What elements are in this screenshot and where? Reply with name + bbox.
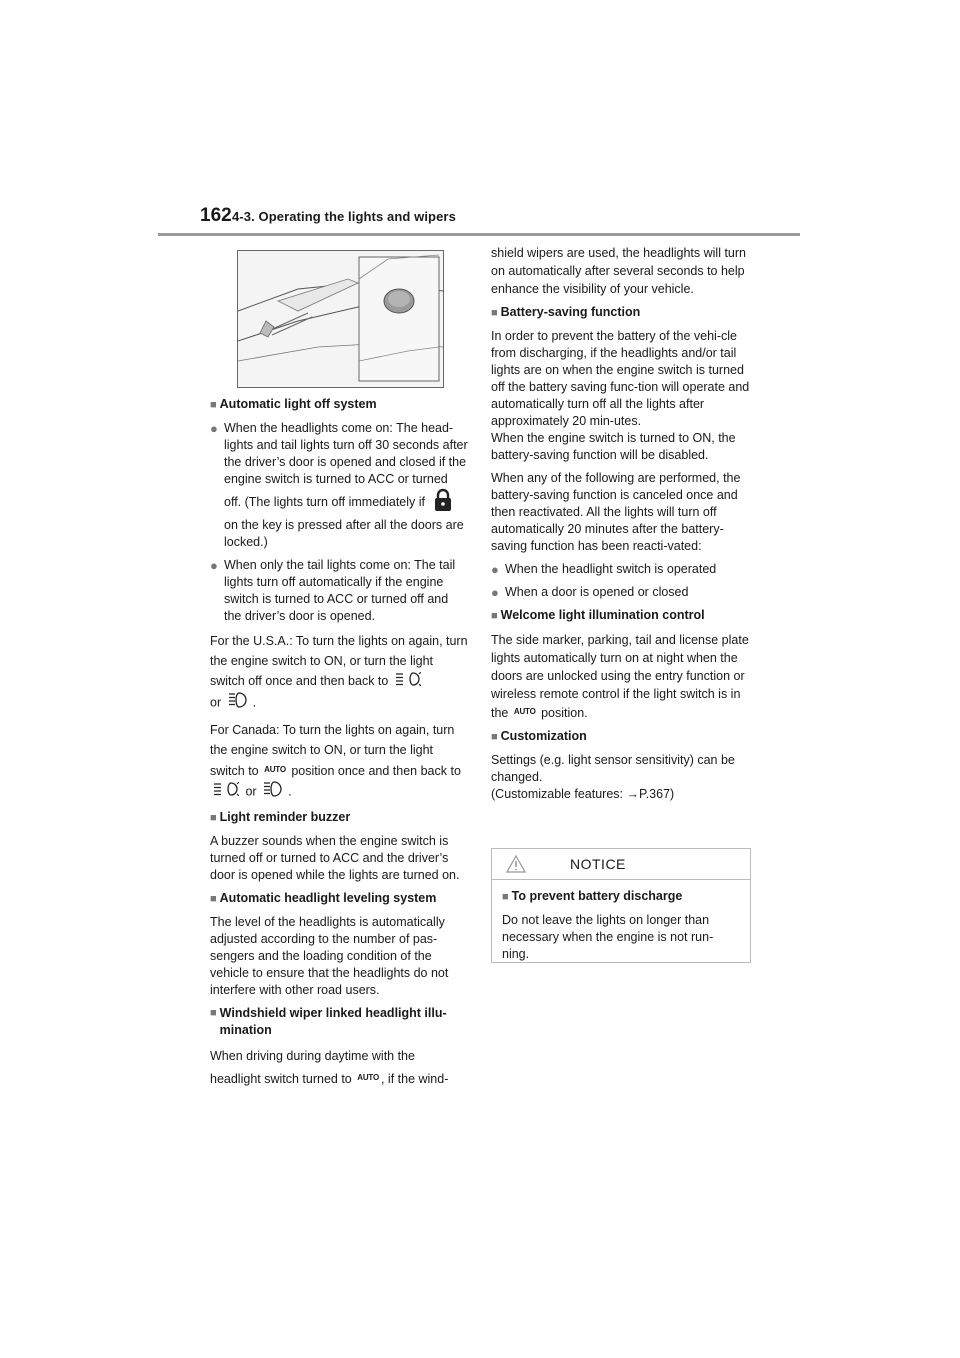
buzzer-text: A buzzer sounds when the engine switch i… xyxy=(210,833,460,882)
light-reminder-buzzer-heading: ■Light reminder buzzer xyxy=(210,809,351,824)
tail-light-icon xyxy=(263,781,285,803)
customization-heading: ■Customization xyxy=(491,729,587,743)
low-beam-headlight-icon xyxy=(213,781,240,802)
battery-paragraph: In order to prevent the battery of the v… xyxy=(491,329,750,428)
warning-triangle-icon xyxy=(505,854,527,878)
header-rule xyxy=(158,233,800,236)
padlock-icon xyxy=(432,488,454,517)
bullet-dot-icon: ● xyxy=(210,421,218,436)
page-number: 162 xyxy=(200,205,232,226)
notice-heading: ■To prevent battery discharge xyxy=(502,889,683,903)
notice-box: NOTICE ■To prevent battery discharge Do … xyxy=(491,848,751,963)
canada-paragraph: For Canada: To turn the lights on again,… xyxy=(210,720,468,803)
square-bullet-icon: ■ xyxy=(491,307,498,319)
section-title: 4-3. Operating the lights and wipers xyxy=(232,209,456,224)
right-column: shield wipers are used, the headlights w… xyxy=(491,244,751,809)
list-item: ● When the headlight switch is operated xyxy=(491,562,717,577)
list-item: ● When the headlights come on: The head-… xyxy=(210,421,468,549)
bullet-dot-icon: ● xyxy=(491,585,499,600)
usa-paragraph: For the U.S.A.: To turn the lights on ag… xyxy=(210,631,468,714)
auto-position-icon: AUTO xyxy=(513,707,536,716)
light-sensor-figure xyxy=(237,250,444,388)
wiper-linked-heading: ■Windshield wiper linked headlight illu-… xyxy=(210,1005,447,1037)
bullet-dot-icon: ● xyxy=(491,562,499,577)
square-bullet-icon: ■ xyxy=(210,892,217,905)
square-bullet-icon: ■ xyxy=(502,891,509,903)
square-bullet-icon: ■ xyxy=(210,399,217,411)
list-item: ● When only the tail lights come on: The… xyxy=(210,558,456,623)
welcome-light-heading: ■Welcome light illumination control xyxy=(491,608,705,622)
square-bullet-icon: ■ xyxy=(210,811,217,824)
tail-light-icon xyxy=(228,692,250,714)
windshield-illustration xyxy=(238,254,443,382)
low-beam-headlight-icon xyxy=(395,671,422,692)
headlight-leveling-heading: ■Automatic headlight leveling system xyxy=(210,890,437,905)
automatic-light-off-heading: ■Automatic light off system xyxy=(210,397,377,411)
square-bullet-icon: ■ xyxy=(210,1006,217,1019)
auto-position-icon: AUTO xyxy=(264,764,286,774)
customization-text: Settings (e.g. light sensor sensitivity)… xyxy=(491,753,735,784)
square-bullet-icon: ■ xyxy=(491,731,498,743)
square-bullet-icon: ■ xyxy=(491,610,498,622)
auto-position-icon: AUTO xyxy=(357,1072,379,1082)
leveling-text: The level of the headlights is automatic… xyxy=(210,914,449,997)
battery-paragraph: When any of the following are performed,… xyxy=(491,471,741,553)
notice-title: NOTICE xyxy=(570,856,626,872)
left-column: ■Automatic light off system ● When the h… xyxy=(210,394,468,1096)
customization-reference: (Customizable features: →P.367) xyxy=(491,787,675,801)
bullet-dot-icon: ● xyxy=(210,558,218,573)
wiper-text: When driving during daytime with the hea… xyxy=(210,1045,468,1090)
list-item: ● When a door is opened or closed xyxy=(491,585,689,600)
wiper-text-continued: shield wipers are used, the headlights w… xyxy=(491,246,746,296)
battery-saving-heading: ■Battery-saving function xyxy=(491,305,641,319)
notice-text: Do not leave the lights on longer than n… xyxy=(502,913,714,961)
battery-paragraph: When the engine switch is turned to ON, … xyxy=(491,431,736,462)
welcome-text: The side marker, parking, tail and licen… xyxy=(491,633,749,720)
notice-header: NOTICE xyxy=(492,849,750,880)
